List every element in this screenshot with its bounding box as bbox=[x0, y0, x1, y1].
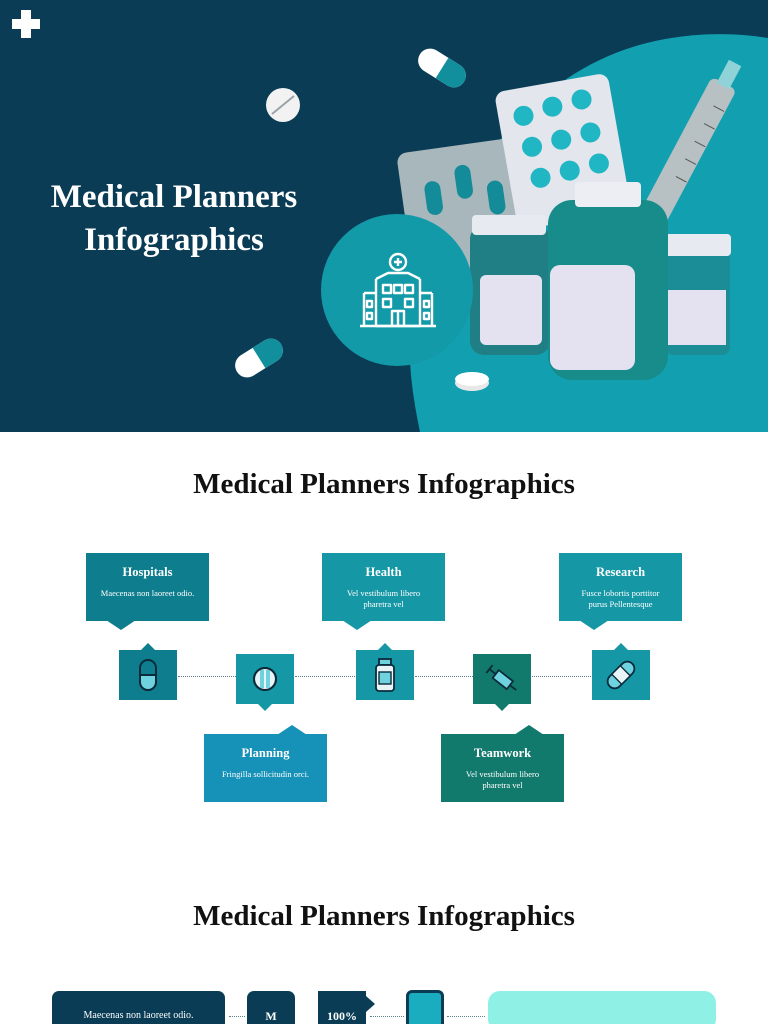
capsule-icon bbox=[139, 659, 157, 691]
card-title: Planning bbox=[241, 746, 290, 760]
card-hospitals: Hospitals Maecenas non laoreet odio. bbox=[86, 553, 209, 630]
strip-percent: 100% bbox=[327, 1009, 357, 1023]
timeline-connector bbox=[532, 676, 591, 677]
section-2-title: Medical Planners Infographics bbox=[193, 900, 575, 932]
strip-connector bbox=[447, 1016, 485, 1017]
strip-connector bbox=[229, 1016, 245, 1017]
card-planning: Planning Fringilla sollicitudin orci. bbox=[204, 725, 327, 802]
strip-percent-arrow bbox=[366, 996, 375, 1012]
timeline-connector bbox=[295, 676, 355, 677]
node-notch bbox=[494, 703, 510, 711]
strip-letter-box bbox=[247, 991, 295, 1024]
timeline-connector bbox=[415, 676, 473, 677]
card-text: Fusce lobortis porttitor purus Pellentes… bbox=[581, 588, 660, 609]
card-research: Research Fusce lobortis porttitor purus … bbox=[559, 553, 682, 630]
node-notch bbox=[257, 703, 273, 711]
strip-text: Maecenas non laoreet odio. bbox=[83, 1010, 194, 1021]
card-title: Hospitals bbox=[122, 565, 173, 579]
card-tail bbox=[106, 620, 136, 630]
strip-highlight-panel bbox=[488, 991, 716, 1024]
card-title: Health bbox=[365, 565, 402, 579]
medical-cross-icon bbox=[12, 10, 40, 38]
card-tail bbox=[579, 620, 609, 630]
hero-illustration bbox=[235, 34, 768, 432]
timeline-node-research bbox=[592, 643, 650, 700]
hero-title: Medical Planners Infographics bbox=[20, 176, 328, 262]
hero-title-line-2: Infographics bbox=[84, 222, 264, 258]
strip-connector bbox=[370, 1016, 404, 1017]
hospital-building-icon bbox=[360, 252, 436, 328]
card-health: Health Vel vestibulum libero pharetra ve… bbox=[322, 553, 445, 630]
pill-tablet-icon bbox=[253, 667, 277, 691]
medicine-bottle-icon bbox=[375, 658, 395, 692]
strip-icon-box bbox=[406, 990, 444, 1024]
hero-title-line-1: Medical Planners bbox=[50, 179, 298, 215]
card-teamwork: Teamwork Vel vestibulum libero pharetra … bbox=[441, 725, 564, 802]
card-title: Teamwork bbox=[473, 746, 532, 760]
timeline-node-teamwork bbox=[473, 654, 531, 711]
hero-banner: Medical Planners Infographics bbox=[0, 0, 768, 432]
section-1-title: Medical Planners Infographics bbox=[193, 468, 575, 500]
card-title: Research bbox=[595, 565, 646, 579]
node-notch bbox=[613, 643, 629, 651]
card-text: Fringilla sollicitudin orci. bbox=[221, 769, 310, 779]
bandage-icon bbox=[606, 660, 636, 690]
timeline-node-hospitals bbox=[119, 643, 177, 700]
card-tail bbox=[277, 725, 307, 735]
card-tail bbox=[342, 620, 372, 630]
strip-text-box bbox=[52, 991, 225, 1024]
card-text: Maecenas non laoreet odio. bbox=[100, 588, 195, 598]
node-notch bbox=[377, 643, 393, 651]
card-tail bbox=[514, 725, 544, 735]
card-text: Vel vestibulum libero pharetra vel bbox=[465, 769, 540, 790]
timeline-node-planning bbox=[236, 654, 294, 711]
syringe-icon bbox=[485, 664, 517, 691]
node-notch bbox=[140, 643, 156, 651]
card-text: Vel vestibulum libero pharetra vel bbox=[346, 588, 421, 609]
timeline-connector bbox=[178, 676, 236, 677]
strip-letter: M bbox=[265, 1009, 277, 1023]
timeline-node-health bbox=[356, 643, 414, 700]
strip-percent-box bbox=[318, 991, 366, 1024]
